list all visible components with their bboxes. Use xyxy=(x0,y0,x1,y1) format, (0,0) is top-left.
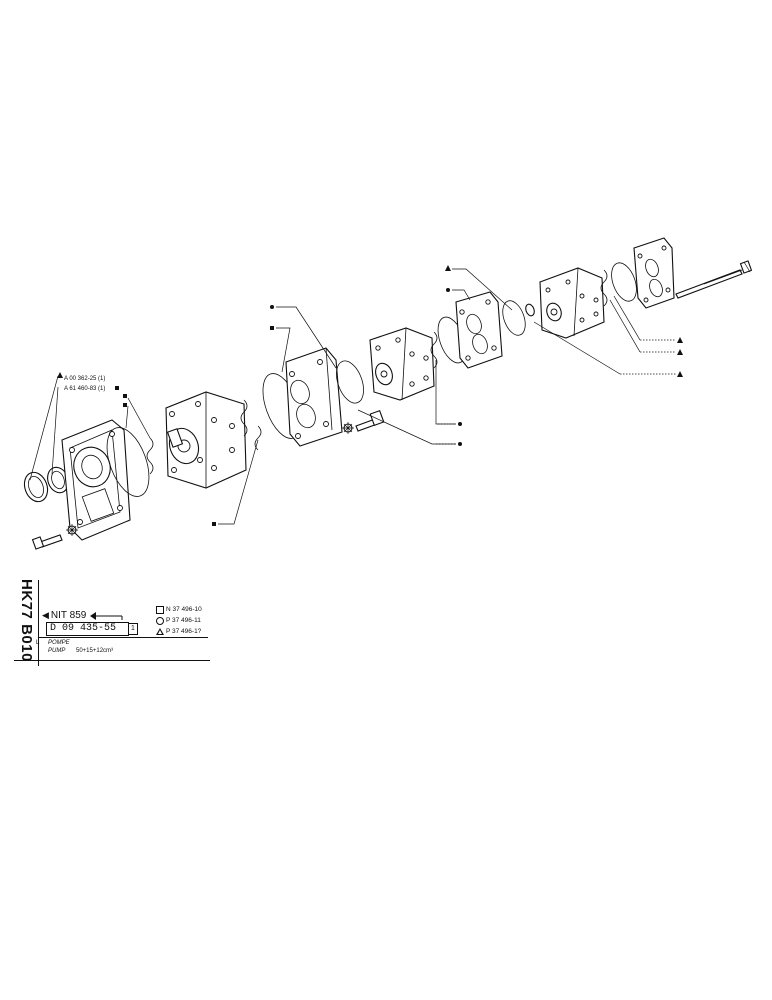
intermediate-plate-2 xyxy=(455,291,503,369)
shaft-seal xyxy=(47,466,69,494)
drawing-number: HK77 B010 xyxy=(17,578,35,662)
front-washer xyxy=(66,524,78,536)
leader-line xyxy=(452,289,471,301)
tie-rod xyxy=(675,269,743,299)
description-french: POMPE xyxy=(48,640,70,646)
divider xyxy=(38,637,208,638)
variant-code: P 37 496-1? xyxy=(166,628,202,635)
tie-rod-nut xyxy=(739,260,753,274)
leader-line xyxy=(276,327,291,373)
variant-item: N 37 496-10 xyxy=(156,604,202,615)
marker-square xyxy=(270,326,274,330)
marker-square xyxy=(115,386,119,390)
divider xyxy=(14,660,210,661)
variant-item: P 37 496-1? xyxy=(156,626,202,637)
coupling-screw xyxy=(355,409,385,432)
break-symbol xyxy=(146,437,154,475)
leader-line xyxy=(609,299,641,353)
drawing-code-mark: 1 xyxy=(128,623,138,635)
pump-housing-1 xyxy=(165,391,247,489)
intermediate-plate-1 xyxy=(285,347,343,447)
triangle-symbol-icon xyxy=(156,628,164,635)
nit-reference: ◀ NIT 859 xyxy=(42,610,124,621)
marker-triangle xyxy=(677,371,683,377)
circle-symbol-icon xyxy=(156,616,164,625)
variant-item: P 37 496-11 xyxy=(156,615,202,626)
side-mark: L xyxy=(36,640,40,646)
leader-line xyxy=(127,397,151,439)
break-symbol xyxy=(254,425,262,451)
middle-gasket-4 xyxy=(502,300,526,336)
break-symbol xyxy=(240,399,248,437)
leader-line xyxy=(276,306,337,369)
description-english: PUMP xyxy=(48,648,66,654)
middle-gasket-2 xyxy=(336,360,364,404)
leader-line xyxy=(29,375,59,481)
marker-circle xyxy=(458,422,462,426)
break-symbol xyxy=(600,269,608,307)
variant-code: N 37 496-10 xyxy=(166,606,202,613)
leader-line xyxy=(613,295,641,341)
break-symbol xyxy=(430,331,438,369)
arrow-left-icon xyxy=(90,611,123,620)
marker-square xyxy=(212,522,216,526)
leader-line xyxy=(435,360,456,425)
nit-number: NIT 859 xyxy=(50,610,87,621)
marker-triangle xyxy=(445,265,451,271)
rear-cover xyxy=(633,237,675,309)
marker-square xyxy=(123,403,127,407)
title-block: HK77 B010 ◀ NIT 859 D 09 435-55 1 N 37 4… xyxy=(14,578,210,666)
leader-line xyxy=(125,405,129,429)
marker-triangle xyxy=(677,349,683,355)
retaining-ring xyxy=(23,471,49,503)
arrow-left-icon: ◀ xyxy=(42,610,49,620)
marker-triangle xyxy=(677,337,683,343)
callout-part-a2: A 61 460-83 (1) xyxy=(64,386,105,392)
marker-circle xyxy=(458,442,462,446)
front-screw xyxy=(31,534,63,550)
marker-square xyxy=(123,394,127,398)
pump-housing-2 xyxy=(369,327,435,401)
description-spec: 50+15+12cm³ xyxy=(76,648,114,654)
square-symbol-icon xyxy=(156,605,164,614)
coupling-washer xyxy=(342,422,354,434)
leader-line xyxy=(51,386,59,475)
variant-list: N 37 496-10 P 37 496-11 P 37 496-1? xyxy=(156,604,202,637)
front-cover xyxy=(61,419,131,541)
marker-circle xyxy=(270,305,274,309)
pump-housing-3 xyxy=(539,267,605,339)
rear-gasket xyxy=(611,262,637,302)
drawing-code: D 09 435-55 xyxy=(46,622,129,636)
divider xyxy=(38,580,39,666)
leader-line xyxy=(218,439,259,525)
leader-line xyxy=(533,321,621,375)
small-seal-ring xyxy=(525,303,535,317)
front-gasket xyxy=(106,427,150,497)
marker-triangle xyxy=(57,372,63,378)
marker-circle xyxy=(446,288,450,292)
variant-code: P 37 496-11 xyxy=(166,617,201,624)
callout-part-a1: A 00 362-25 (1) xyxy=(64,376,105,382)
leader-line xyxy=(452,268,513,311)
